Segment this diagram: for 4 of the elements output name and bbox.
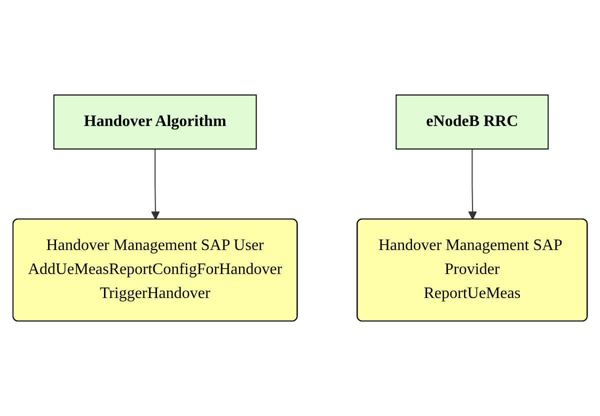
node-box: eNodeB RRC (396, 94, 549, 150)
node-box: Handover Algorithm (53, 94, 257, 150)
arrow (150, 148, 160, 220)
arrow (468, 148, 477, 220)
